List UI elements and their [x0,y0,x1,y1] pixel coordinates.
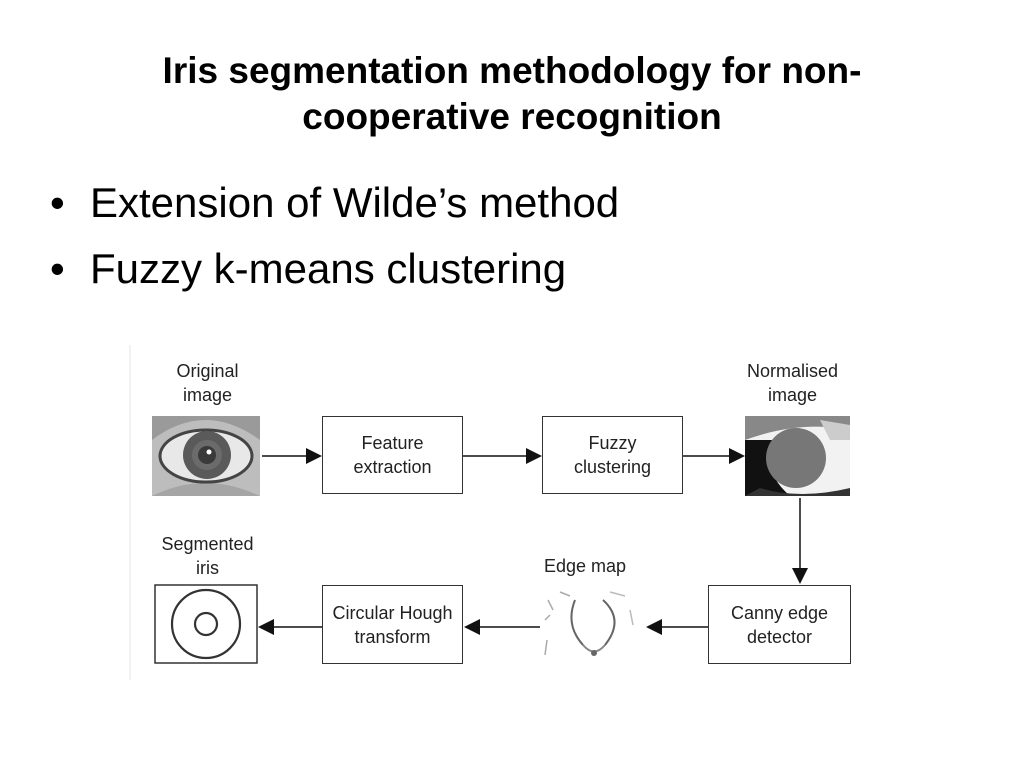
box-label: Feature extraction [353,433,432,477]
label-edge-map: Edge map [543,556,627,576]
arrow-feature-to-fuzzy [463,448,542,464]
label-normalised-image: Normalised image [746,361,839,405]
box-fuzzy-clustering: Fuzzy clustering [542,416,683,494]
bullet-icon: • [50,245,65,292]
normalised-image [745,416,850,496]
arrow-normalised-to-canny [792,498,808,584]
arrow-edgemap-to-hough [464,619,540,635]
bullet-item: • Fuzzy k-means clustering [50,244,619,294]
box-label: Fuzzy clustering [573,433,652,477]
original-eye-image [152,416,260,496]
bullet-list: • Extension of Wilde’s method • Fuzzy k-me… [50,178,619,310]
bullet-text: Fuzzy k-means clustering [90,245,567,292]
box-feature-extraction: Feature extraction [322,416,463,494]
slide-title: Iris segmentation methodology for non-co… [162,50,862,137]
box-label: Canny edge detector [730,602,829,647]
box-circular-hough-transform: Circular Hough transform [322,585,463,664]
label-segmented-iris: Segmented iris [161,534,254,578]
arrow-fuzzy-to-normalised [683,448,745,464]
edge-map-image [544,591,634,656]
bullet-item: • Extension of Wilde’s method [50,178,619,228]
label-original-image: Original image [176,361,239,405]
box-label: Circular Hough transform [332,602,453,647]
arrow-original-to-feature [262,448,322,464]
arrow-canny-to-edgemap [646,619,708,635]
box-canny-edge-detector: Canny edge detector [708,585,851,664]
arrow-hough-to-segmented [258,619,322,635]
segmented-iris-image [154,584,258,664]
bullet-text: Extension of Wilde’s method [90,179,620,226]
bullet-icon: • [50,179,65,226]
